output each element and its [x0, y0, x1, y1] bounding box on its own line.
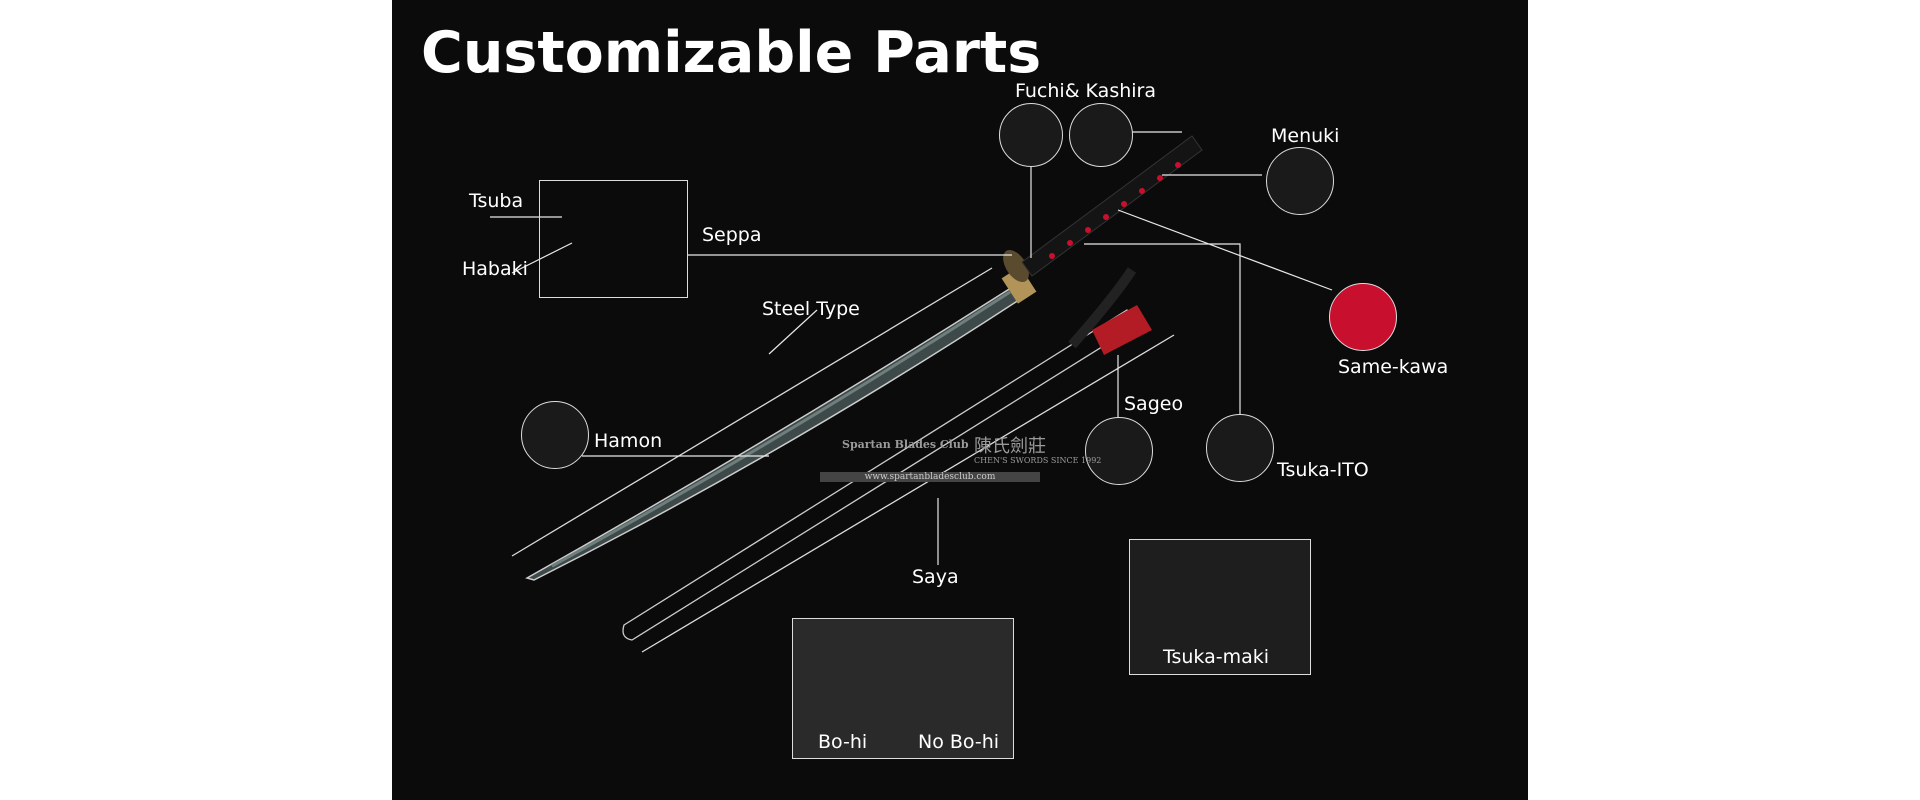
- label-hamon: Hamon: [594, 430, 663, 452]
- tsuka-ito-circle: [1206, 414, 1274, 482]
- saya-scabbard: [622, 267, 1152, 641]
- product-infographic: Customizable Parts Fuchi& Kashira Menuki…: [392, 0, 1528, 800]
- label-habaki: Habaki: [462, 258, 528, 280]
- label-no-bo-hi: No Bo-hi: [918, 731, 1000, 753]
- tsuba-inset: [539, 180, 688, 298]
- tsuba: [1003, 249, 1029, 283]
- same-kawa-circle: [1329, 283, 1397, 351]
- label-menuki: Menuki: [1271, 125, 1340, 147]
- kashira-circle: [1069, 103, 1133, 167]
- decor-line: [511, 267, 993, 557]
- watermark-url: www.spartanbladesclub.com: [820, 472, 1040, 482]
- habaki: [1001, 266, 1037, 304]
- leader-lines: [490, 131, 1333, 565]
- label-fuchi-kashira: Fuchi& Kashira: [1015, 80, 1156, 102]
- label-seppa: Seppa: [702, 224, 762, 246]
- watermark-chinese: 陳氏劍莊: [974, 436, 1046, 457]
- fuchi-circle: [999, 103, 1063, 167]
- tsuka-handle: [1021, 135, 1203, 277]
- label-steel-type: Steel Type: [762, 298, 860, 320]
- label-tsuka-maki: Tsuka-maki: [1163, 646, 1270, 668]
- watermark-brand: Spartan Blades Club: [842, 438, 969, 451]
- bohi-comparison-box: [792, 618, 1014, 759]
- page-title: Customizable Parts: [421, 20, 1042, 86]
- label-tsuba: Tsuba: [469, 190, 524, 212]
- label-tsuka-ito: Tsuka-ITO: [1277, 459, 1369, 481]
- label-sageo: Sageo: [1124, 393, 1184, 415]
- sageo-circle: [1085, 417, 1153, 485]
- watermark-tagline: CHEN'S SWORDS SINCE 1992: [974, 456, 1102, 465]
- label-saya: Saya: [912, 566, 959, 588]
- decor-line: [641, 334, 1175, 653]
- label-same-kawa: Same-kawa: [1338, 356, 1449, 378]
- hamon-circle: [521, 401, 589, 469]
- menuki-circle: [1266, 147, 1334, 215]
- tsuka-maki-box: [1129, 539, 1311, 675]
- label-bo-hi: Bo-hi: [818, 731, 868, 753]
